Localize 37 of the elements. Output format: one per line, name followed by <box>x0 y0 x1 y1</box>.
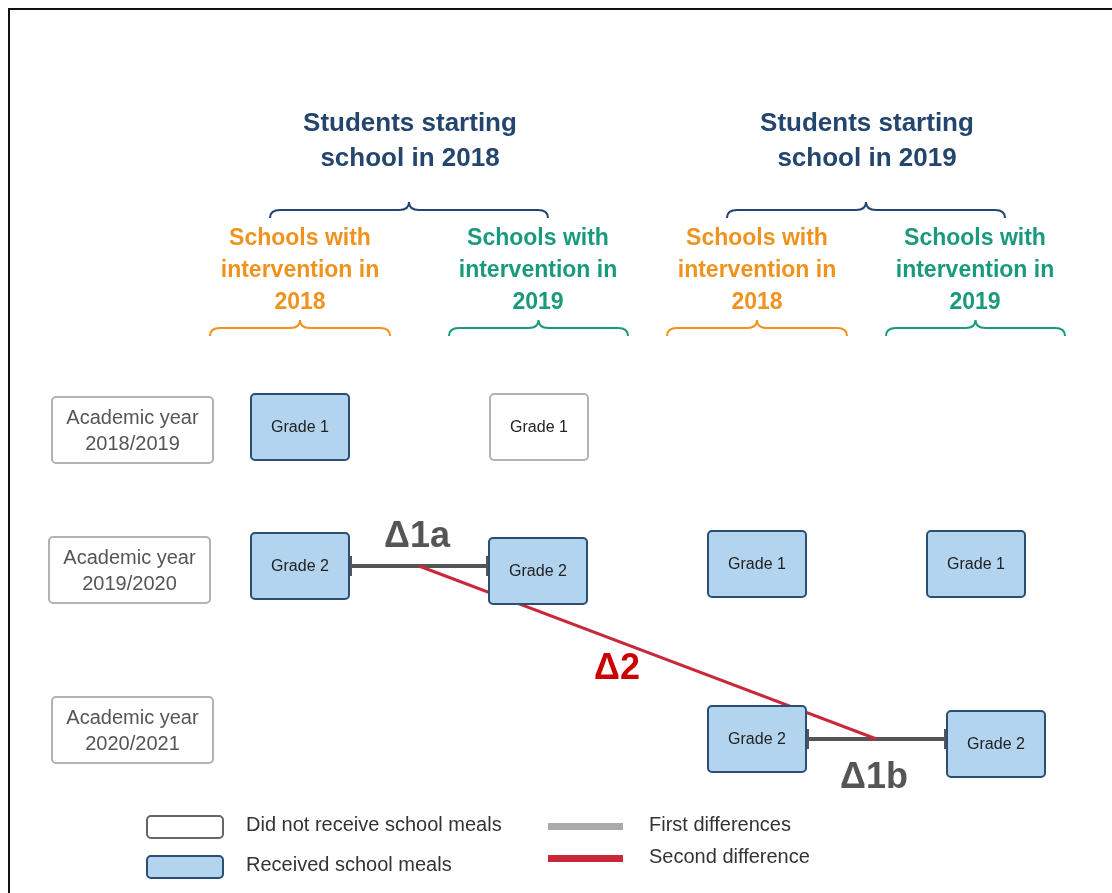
grade-box <box>488 537 588 605</box>
academic-year-box <box>51 696 214 764</box>
grade-label: Grade 1 <box>271 418 329 436</box>
legend-label: First differences <box>649 813 791 836</box>
legend-label: Received school meals <box>246 853 452 876</box>
grade-box <box>926 530 1026 598</box>
cohort-heading: Students starting school in 2018 <box>302 106 518 174</box>
school-group-heading: Schools with intervention in 2019 <box>457 223 619 316</box>
grade-label: Grade 2 <box>509 562 567 580</box>
edge-label: Δ1a <box>384 514 450 556</box>
academic-year-label: Academic year 2019/2020 <box>62 545 197 596</box>
first-difference-line <box>348 556 490 576</box>
legend-label: Second difference <box>649 845 810 868</box>
grade-box <box>250 393 350 461</box>
academic-year-label: Academic year 2018/2019 <box>65 405 200 456</box>
grade-box <box>707 705 807 773</box>
legend-label: Did not receive school meals <box>246 813 502 836</box>
grade-box <box>250 532 350 600</box>
school-group-heading: Schools with intervention in 2019 <box>894 223 1056 316</box>
school-group-heading: Schools with intervention in 2018 <box>676 223 838 316</box>
grade-box <box>489 393 589 461</box>
difference-label: Δ2 <box>594 646 640 688</box>
first-difference-line <box>805 729 948 749</box>
edge-label: Δ1b <box>840 755 908 797</box>
grade-box <box>946 710 1046 778</box>
school-group-heading: Schools with intervention in 2018 <box>219 223 381 316</box>
grade-label: Grade 1 <box>947 555 1005 573</box>
grade-label: Grade 2 <box>728 730 786 748</box>
grade-label: Grade 1 <box>510 418 568 436</box>
grade-label: Grade 2 <box>271 557 329 575</box>
grade-label: Grade 2 <box>967 735 1025 753</box>
grade-label: Grade 1 <box>728 555 786 573</box>
grade-box <box>707 530 807 598</box>
cohort-heading: Students starting school in 2019 <box>759 106 975 174</box>
academic-year-box <box>51 396 214 464</box>
academic-year-box <box>48 536 211 604</box>
academic-year-label: Academic year 2020/2021 <box>65 705 200 756</box>
